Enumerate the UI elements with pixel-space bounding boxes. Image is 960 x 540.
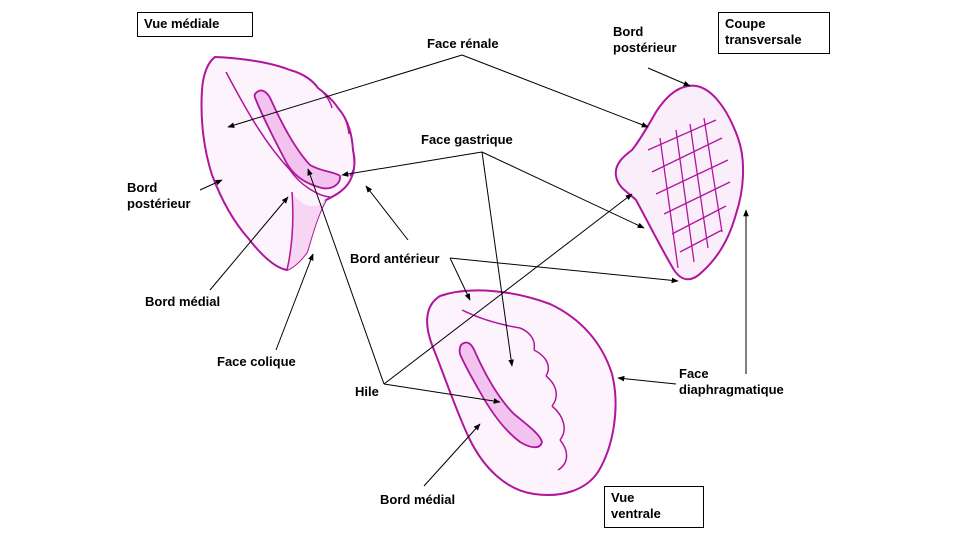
arrow-face-renale-medial bbox=[227, 54, 463, 128]
arrow-bord-posterieur-medial bbox=[199, 179, 223, 191]
arrow-hile-ventral bbox=[383, 383, 501, 404]
spleen-ventral-outline bbox=[426, 289, 617, 496]
arrow-face-gastrique-section bbox=[481, 151, 645, 229]
spleen-medial-hilum bbox=[253, 89, 341, 190]
arrow-bord-medial-ventral bbox=[423, 423, 481, 487]
spleen-ventral-crest bbox=[461, 309, 521, 329]
title-coupe-transversale: Coupe transversale bbox=[718, 12, 830, 54]
label-face-gastrique: Face gastrique bbox=[421, 132, 513, 147]
title-vue-ventrale: Vue ventrale bbox=[604, 486, 704, 528]
arrow-face-gastrique-medial bbox=[341, 151, 483, 177]
arrow-face-gastrique-ventral bbox=[481, 151, 514, 367]
arrow-face-diaphragmatique-ventral bbox=[617, 375, 677, 385]
arrow-face-colique bbox=[275, 253, 314, 351]
label-bord-medial-medial: Bord médial bbox=[145, 294, 221, 309]
arrow-face-renale-section bbox=[461, 54, 649, 128]
arrow-hile-medial bbox=[307, 168, 385, 385]
label-bord-anterieur: Bord antérieur bbox=[350, 251, 440, 266]
label-face-diaphragmatique: Face diaphragmatique bbox=[679, 366, 784, 397]
spleen-medial-view bbox=[200, 55, 356, 272]
spleen-medial-outline bbox=[200, 55, 356, 272]
arrow-bord-anterieur-medial bbox=[365, 185, 409, 241]
arrow-bord-medial-medial bbox=[209, 196, 289, 291]
arrow-bord-anterieur-section bbox=[449, 257, 679, 284]
label-hile: Hile bbox=[355, 384, 379, 399]
spleen-ventral-hilum bbox=[458, 341, 543, 449]
label-face-colique: Face colique bbox=[217, 354, 296, 369]
arrow-bord-anterieur-ventral bbox=[449, 257, 471, 301]
label-face-renale: Face rénale bbox=[427, 36, 499, 51]
spleen-cross-section bbox=[614, 84, 745, 281]
label-bord-posterieur-section: Bord postérieur bbox=[613, 24, 677, 55]
spleen-medial-crest bbox=[225, 71, 331, 198]
spleen-medial-face-colique bbox=[287, 192, 326, 270]
spleen-ventral-lobulation bbox=[519, 327, 568, 471]
label-bord-posterieur-medial: Bord postérieur bbox=[127, 180, 191, 211]
arrow-bord-posterieur-section bbox=[647, 67, 691, 87]
title-vue-mediale: Vue médiale bbox=[137, 12, 253, 37]
spleen-ventral-view bbox=[426, 289, 617, 496]
cross-section-hatch bbox=[647, 117, 731, 269]
leader-lines bbox=[199, 54, 749, 487]
arrow-hile-section bbox=[383, 193, 633, 385]
label-bord-medial-ventral: Bord médial bbox=[380, 492, 456, 507]
spleen-medial-border-line bbox=[286, 191, 294, 271]
